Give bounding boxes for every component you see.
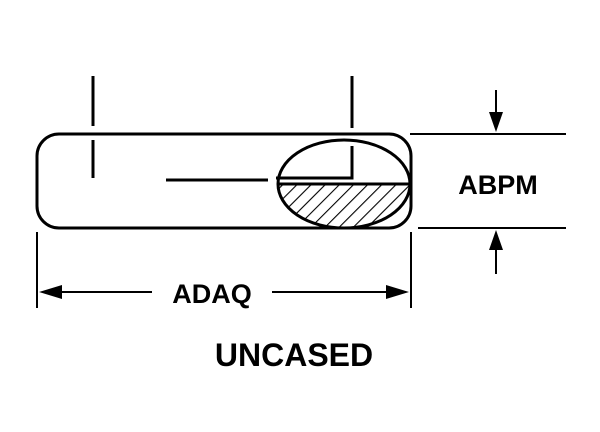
width-dimension-label: ABPM bbox=[458, 170, 538, 200]
end-view-section bbox=[276, 138, 412, 230]
section-hatch-fill bbox=[278, 184, 410, 228]
length-arrow-left-head bbox=[39, 285, 62, 299]
length-arrow-right-head bbox=[386, 285, 409, 299]
drawing-caption: UNCASED bbox=[215, 337, 373, 373]
width-arrow-bottom-head bbox=[489, 230, 503, 250]
center-corner-mark bbox=[276, 146, 354, 180]
length-dimension-label: ADAQ bbox=[172, 279, 252, 309]
width-arrow-top-head bbox=[489, 112, 503, 132]
